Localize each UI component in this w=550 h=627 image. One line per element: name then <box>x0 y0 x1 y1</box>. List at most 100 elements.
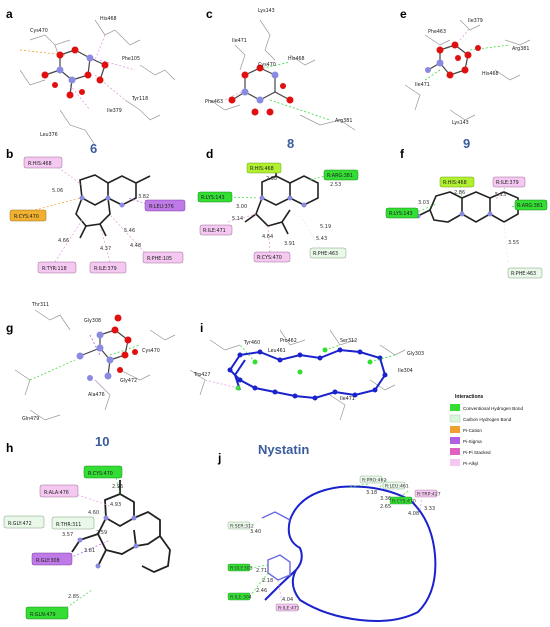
residue-box-f-1: R:ILE:379 <box>492 176 526 188</box>
residue-box-j-1: R:LEU:461 <box>382 481 409 490</box>
distance-f-3: 3.55 <box>508 240 519 246</box>
legend-item-4: Pi-Pi Stacked <box>450 448 491 455</box>
panel-b: b 6 R:HIS:468 R:LEU:376 <box>6 141 186 274</box>
distance-b-5: 4.48 <box>130 243 141 249</box>
svg-text:Carbon Hydrogen Bond: Carbon Hydrogen Bond <box>463 417 512 422</box>
distance-j-6: 2.71 <box>256 568 267 574</box>
distance-j-4: 3.33 <box>424 506 435 512</box>
residue-box-j-7: R:ILE:471 <box>275 603 300 612</box>
svg-text:R:CYS:470: R:CYS:470 <box>88 471 113 477</box>
svg-text:R:LEU:461: R:LEU:461 <box>385 484 409 490</box>
distance-j-9: 4.04 <box>282 597 293 603</box>
compound-title-6: 6 <box>90 141 97 156</box>
nystatin-3d-hbond-atoms <box>235 347 373 391</box>
panel-h: h 10 R:CYS:470 R:ALA <box>3 434 171 620</box>
distance-b-3: 5.46 <box>124 228 135 234</box>
residue-box-j-5: R:GLY:303 <box>227 563 253 572</box>
ligand-8-nitrogens <box>259 195 307 208</box>
residue-label-c-1: Ile471 <box>232 38 247 44</box>
interaction-lines-d <box>227 164 326 253</box>
panel-j: j Nystatin R:PRO:462 R:LEU:461 <box>217 442 441 622</box>
residue-box-j-2: R:CYS:470 <box>389 496 416 505</box>
residue-box-d-0: R:HIS:468 <box>246 162 282 174</box>
legend-title: Interactions <box>455 394 484 400</box>
distance-j-7: 2.18 <box>262 578 273 584</box>
residue-label-i-2: Leu461 <box>268 348 286 354</box>
distance-d-4: 4.64 <box>262 234 273 240</box>
residue-label-e-2: Arg381 <box>512 46 529 52</box>
panel-label-f: f <box>400 147 405 161</box>
svg-text:R:LYS:143: R:LYS:143 <box>201 195 225 201</box>
svg-text:R:THR:311: R:THR:311 <box>56 522 81 528</box>
legend-item-5: Pi-Alkyl <box>450 459 478 466</box>
svg-text:R:ILE:304: R:ILE:304 <box>230 595 252 601</box>
distance-h-3: 2.59 <box>96 530 107 536</box>
residue-sticks-c <box>209 19 356 131</box>
residue-label-a-2: Phe105 <box>122 56 140 62</box>
distance-h-1: 4.93 <box>110 502 121 508</box>
distance-d-1: 2.53 <box>330 182 341 188</box>
ligand-9-nitrogens <box>415 211 493 219</box>
distance-f-1: 5.13 <box>495 192 506 198</box>
svg-text:Pi-Sigma: Pi-Sigma <box>463 439 482 444</box>
residue-box-b-4: R:ILE:379 <box>89 261 127 274</box>
residue-box-b-2: R:CYS:470 <box>9 209 47 222</box>
svg-text:R:ILE:471: R:ILE:471 <box>278 606 300 612</box>
ligand-8-3d <box>228 64 294 116</box>
svg-text:R:ALA:476: R:ALA:476 <box>44 490 69 496</box>
residue-label-a-1: His468 <box>100 16 117 22</box>
residue-sticks-g <box>14 309 176 421</box>
panel-e: e Phe <box>400 7 531 126</box>
legend-item-2: Pi-Cation <box>450 426 482 433</box>
svg-text:R:PHE:463: R:PHE:463 <box>313 251 338 257</box>
svg-text:R:HIS:468: R:HIS:468 <box>28 161 52 167</box>
residue-label-c-4: Phe463 <box>205 99 223 105</box>
residue-box-h-4: R:GLY:308 <box>31 552 73 566</box>
panel-label-j: j <box>217 451 221 465</box>
interaction-lines-c <box>224 61 331 121</box>
svg-text:R:TYR:118: R:TYR:118 <box>42 266 67 272</box>
distance-h-5: 3.81 <box>84 548 95 554</box>
panel-label-d: d <box>206 147 213 161</box>
interaction-lines-e <box>424 27 511 81</box>
residue-label-i-7: Ile471 <box>340 396 355 402</box>
residue-label-e-0: Phe463 <box>428 29 446 35</box>
residue-box-f-2: R:LYS:143 <box>385 207 419 219</box>
residue-label-a-4: Ile379 <box>107 108 122 114</box>
svg-text:R:ILE:379: R:ILE:379 <box>496 180 519 186</box>
svg-text:R:HIS:468: R:HIS:468 <box>250 166 274 172</box>
svg-text:R:GLY:303: R:GLY:303 <box>230 566 253 572</box>
nystatin-3d-chain <box>228 348 387 400</box>
distance-d-3: 5.14 <box>232 216 243 222</box>
residue-label-i-6: Ile304 <box>398 368 413 374</box>
distance-b-2: 4.66 <box>58 238 69 244</box>
residue-box-j-6: R:ILE:304 <box>227 592 252 601</box>
residue-box-j-3: R:TRP:427 <box>414 489 441 498</box>
interactions-legend: Interactions Conventional Hydrogen Bond … <box>449 394 523 466</box>
legend-item-0: Conventional Hydrogen Bond <box>450 404 523 411</box>
distance-b-1: 3.82 <box>138 194 149 200</box>
residue-box-b-0: R:HIS:468 <box>23 156 63 169</box>
svg-text:R:CYS:470: R:CYS:470 <box>392 499 416 505</box>
interaction-lines-f <box>414 185 523 263</box>
svg-text:R:SER:312: R:SER:312 <box>230 524 254 530</box>
svg-text:Pi-Alkyl: Pi-Alkyl <box>463 461 478 466</box>
residue-label-g-0: Thr311 <box>31 302 49 308</box>
distance-j-8: 2.46 <box>256 588 267 594</box>
distance-h-6: 2.85 <box>68 594 79 600</box>
distance-f-2: 3.03 <box>418 200 429 206</box>
panel-c: c Lys143 <box>205 7 356 131</box>
svg-text:R:ARG:381: R:ARG:381 <box>327 173 353 179</box>
svg-text:R:GLY:472: R:GLY:472 <box>8 521 32 527</box>
interaction-lines-a <box>19 34 136 111</box>
legend-item-3: Pi-Sigma <box>450 437 482 444</box>
interaction-lines-g <box>29 334 141 396</box>
residue-label-g-1: Gly308 <box>84 318 101 324</box>
compound-title-nystatin: Nystatin <box>258 442 309 457</box>
residue-label-g-5: Gln479 <box>22 416 39 422</box>
residue-box-h-5: R:GLN:479 <box>25 606 69 620</box>
interaction-lines-i <box>204 344 396 389</box>
residue-label-e-5: Lys143 <box>452 120 469 126</box>
svg-text:R:HIS:468: R:HIS:468 <box>443 180 467 186</box>
